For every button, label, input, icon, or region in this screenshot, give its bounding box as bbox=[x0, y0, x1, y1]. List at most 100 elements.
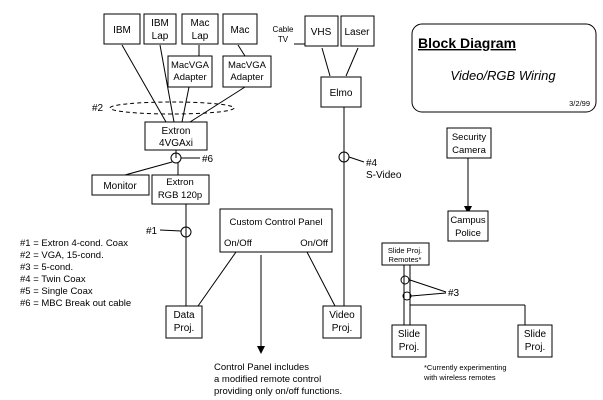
wire-ibmlap-extron bbox=[159, 44, 175, 123]
legend-item-2: #2 = VGA, 15-cond. bbox=[20, 250, 104, 261]
label-slide-remotes-2: Remotes* bbox=[389, 255, 422, 264]
diagram-date: 3/2/99 bbox=[569, 99, 590, 108]
box-extron-rgb bbox=[151, 174, 210, 205]
box-data-proj bbox=[165, 305, 203, 339]
label-mac: Mac bbox=[231, 25, 250, 36]
wire-3-leader-2 bbox=[410, 292, 447, 297]
diagram-title: Block Diagram bbox=[418, 35, 516, 51]
label-macvga-2-1: MacVGA bbox=[228, 60, 267, 71]
wire-adapter2-extron bbox=[189, 86, 246, 123]
label-security-camera-1: Security bbox=[452, 132, 487, 143]
wire-3-leader-1 bbox=[409, 279, 447, 293]
box-slide-proj-1 bbox=[391, 324, 427, 358]
label-elmo: Elmo bbox=[330, 88, 353, 99]
box-elmo bbox=[320, 76, 362, 108]
label-security-camera-2: Camera bbox=[452, 145, 487, 156]
box-macvga-2 bbox=[222, 55, 272, 88]
box-video-proj bbox=[322, 305, 362, 339]
diagram-subtitle: Video/RGB Wiring bbox=[450, 68, 556, 83]
title-panel-frame bbox=[411, 23, 597, 113]
label-cable-4-type: S-Video bbox=[366, 170, 402, 181]
legend-item-1: #1 = Extron 4-cond. Coax bbox=[20, 238, 128, 249]
box-ibm-lap bbox=[143, 13, 177, 45]
label-slide-remotes-1: Slide Proj. bbox=[388, 246, 422, 255]
label-ibm-lap-1: IBM bbox=[151, 18, 169, 29]
wire-laser-elmo bbox=[345, 47, 359, 77]
label-cable-4: #4 bbox=[366, 158, 378, 169]
box-control-panel bbox=[219, 208, 333, 253]
box-monitor bbox=[91, 174, 150, 196]
label-macvga-1-2: Adapter bbox=[173, 72, 206, 83]
label-mac-lap-2: Lap bbox=[192, 31, 209, 42]
box-ibm bbox=[103, 13, 141, 45]
device-boxes bbox=[91, 13, 597, 358]
label-vhs: VHS bbox=[311, 27, 332, 38]
label-slide-proj-1-1: Slide bbox=[398, 329, 421, 340]
label-slide-proj-2-2: Proj. bbox=[525, 342, 546, 353]
diagram-text: IBM IBM Lap Mac Lap Mac MacVGA Adapter M… bbox=[20, 18, 590, 397]
wire-4-leader bbox=[348, 156, 365, 163]
label-laser: Laser bbox=[344, 27, 370, 38]
connection-lines bbox=[109, 43, 526, 354]
box-slide-proj-2 bbox=[517, 324, 553, 358]
label-cable-3: #3 bbox=[448, 288, 460, 299]
label-ibm-lap-2: Lap bbox=[152, 31, 169, 42]
label-switch-left: On/Off bbox=[224, 238, 252, 249]
label-cable-tv-2: TV bbox=[278, 35, 289, 44]
label-slide-proj-1-2: Proj. bbox=[399, 342, 420, 353]
label-cable-tv-1: Cable bbox=[273, 25, 294, 34]
label-mac-lap-1: Mac bbox=[191, 18, 210, 29]
label-campus-police-2: Police bbox=[455, 228, 481, 239]
label-video-proj-1: Video bbox=[329, 310, 355, 321]
wire-vhs-elmo bbox=[321, 47, 331, 77]
legend-item-6: #6 = MBC Break out cable bbox=[20, 298, 131, 309]
label-control-panel-title: Custom Control Panel bbox=[230, 217, 323, 228]
label-ibm: IBM bbox=[113, 25, 131, 36]
label-extron-rgb-2: RGB 120p bbox=[158, 190, 202, 201]
wire-ibm-extron bbox=[121, 44, 167, 123]
wire-control-dataproj bbox=[197, 251, 237, 307]
label-monitor: Monitor bbox=[103, 181, 137, 192]
box-extron-4vgaxi bbox=[144, 121, 208, 151]
wire-1-leader bbox=[159, 229, 182, 232]
wire-control-videoproj bbox=[306, 251, 336, 307]
wireless-note-1: *Currently experimenting bbox=[424, 363, 507, 372]
label-extron-4vgaxi-1: Extron bbox=[162, 126, 191, 137]
control-panel-note-1: Control Panel includes bbox=[214, 362, 309, 373]
label-macvga-1-1: MacVGA bbox=[171, 60, 210, 71]
box-security-camera bbox=[446, 127, 492, 159]
box-laser bbox=[340, 15, 375, 47]
wire-to-monitor bbox=[124, 161, 173, 176]
label-cable-6: #6 bbox=[202, 154, 214, 165]
box-mac-lap bbox=[181, 13, 219, 45]
wire-adapter1-extron bbox=[181, 86, 190, 123]
box-mac bbox=[222, 13, 258, 45]
label-video-proj-2: Proj. bbox=[332, 323, 353, 334]
box-slide-remotes bbox=[381, 242, 430, 266]
box-campus-police bbox=[447, 210, 489, 242]
label-extron-4vgaxi-2: 4VGAxi bbox=[159, 138, 193, 149]
box-vhs bbox=[304, 15, 339, 47]
bundle-2-marker bbox=[109, 101, 235, 115]
cable-3-marker-1 bbox=[400, 275, 410, 285]
legend-item-5: #5 = Single Coax bbox=[20, 286, 93, 297]
legend-item-4: #4 = Twin Coax bbox=[20, 274, 86, 285]
label-extron-rgb-1: Extron bbox=[166, 177, 193, 188]
control-panel-note-2: a modified remote control bbox=[214, 374, 321, 385]
label-data-proj-1: Data bbox=[173, 310, 195, 321]
label-campus-police-1: Campus bbox=[450, 215, 486, 226]
wireless-note-2: with wireless remotes bbox=[423, 373, 496, 382]
label-cable-2: #2 bbox=[92, 103, 104, 114]
cable-legend: #1 = Extron 4-cond. Coax #2 = VGA, 15-co… bbox=[20, 238, 131, 309]
label-data-proj-2: Proj. bbox=[174, 323, 195, 334]
wire-mac-adapter bbox=[237, 44, 246, 57]
legend-item-3: #3 = 5-cond. bbox=[20, 262, 73, 273]
control-panel-note-3: providing only on/off functions. bbox=[214, 386, 342, 397]
cable-1-marker bbox=[180, 226, 192, 238]
label-macvga-2-2: Adapter bbox=[230, 72, 263, 83]
label-slide-proj-2-1: Slide bbox=[524, 329, 547, 340]
label-cable-1: #1 bbox=[146, 226, 158, 237]
box-macvga-1 bbox=[167, 55, 213, 88]
